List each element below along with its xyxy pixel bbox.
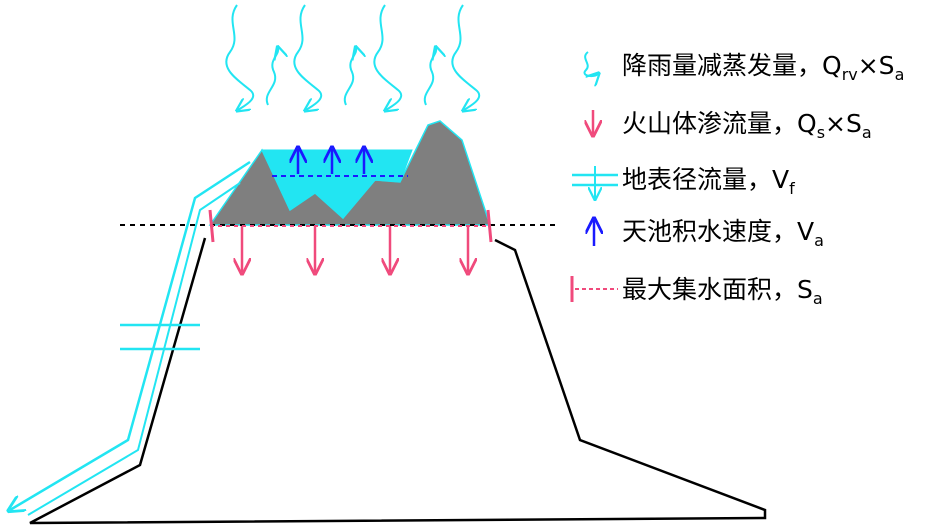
- legend-item-accumulation: 天池积水速度，Va: [622, 217, 824, 250]
- surface-runoff-channel: [10, 160, 251, 510]
- surface-flow-icon: [572, 166, 618, 198]
- legend-item-surface-runoff: 地表径流量，Vf: [622, 165, 795, 198]
- crater-lake: [261, 149, 413, 219]
- evaporation-arrow: [423, 48, 436, 106]
- wavy-arrow-icon: [583, 51, 598, 76]
- surface-runoff-channel-inner: [27, 182, 241, 516]
- precipitation-wavy-arrow: [225, 4, 255, 110]
- max-area-icon: [570, 276, 618, 302]
- legend-item-precipitation: 降雨量减蒸发量，Qrv×Sa: [622, 51, 904, 84]
- legend-item-max-area: 最大集水面积，Sa: [622, 275, 823, 308]
- volcano-outline: [29, 237, 767, 525]
- evaporation-arrow: [265, 48, 278, 106]
- precipitation-wavy-arrow: [373, 4, 403, 110]
- catchment-right-tick: [486, 209, 493, 243]
- legend: 降雨量减蒸发量，Qrv×Sa 火山体渗流量，Qs×Sa 地表径流量，Vf 天池积…: [570, 51, 904, 308]
- catchment-left-tick: [208, 209, 215, 243]
- legend-item-seepage: 火山体渗流量，Qs×Sa: [622, 109, 872, 142]
- evaporation-arrow: [343, 48, 356, 106]
- precipitation-wavy-arrow: [293, 4, 323, 110]
- precipitation-wavy-arrow: [451, 4, 481, 110]
